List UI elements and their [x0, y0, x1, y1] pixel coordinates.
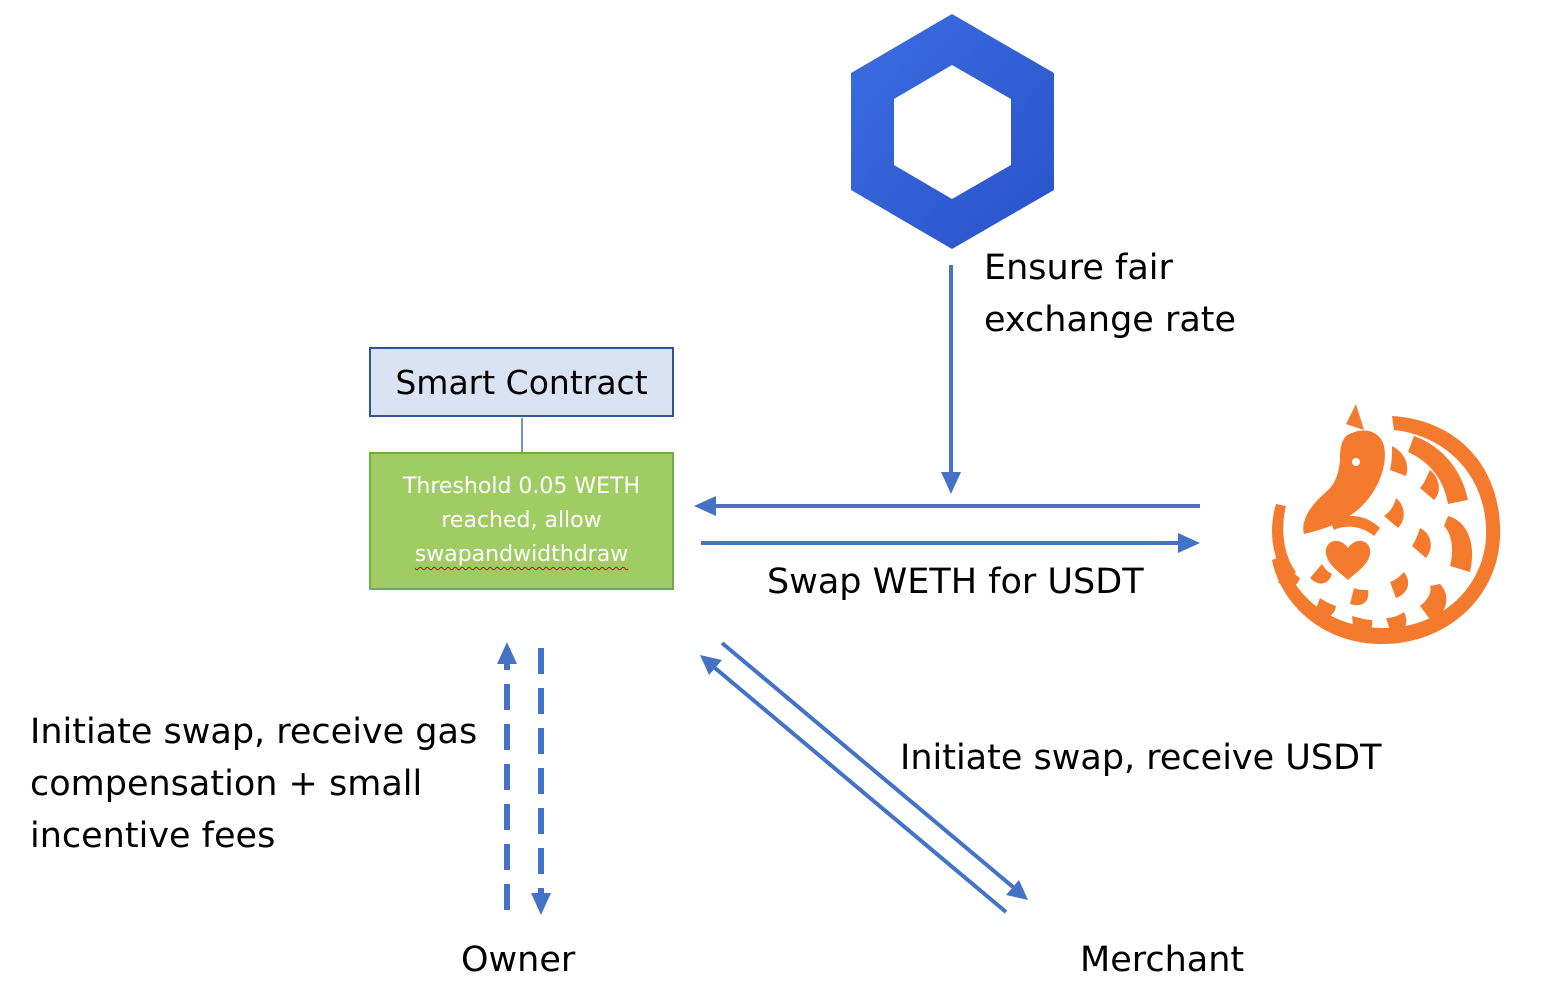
owner-description-line-3: incentive fees — [30, 816, 276, 856]
owner-description-line-1: Initiate swap, receive gas — [30, 712, 478, 752]
owner-description: Initiate swap, receive gas compensation … — [30, 706, 477, 862]
owner-arrow-up — [497, 642, 517, 910]
oracle-label: Ensure fair exchange rate — [984, 242, 1236, 346]
swap-arrow-to-dex — [701, 533, 1200, 553]
swap-arrow-to-contract — [694, 496, 1200, 516]
chainlink-hexagon-icon — [851, 14, 1054, 249]
threshold-line-2: reached, allow — [441, 508, 602, 533]
smart-contract-title-box: Smart Contract — [369, 347, 674, 417]
swap-label: Swap WETH for USDT — [767, 562, 1144, 602]
oracle-arrow — [941, 265, 961, 494]
oracle-label-line-2: exchange rate — [984, 300, 1237, 340]
owner-description-line-2: compensation + small — [30, 764, 423, 804]
threshold-line-3: swapandwidthdraw — [414, 542, 629, 567]
pangolin-eye-icon — [1352, 458, 1360, 466]
owner-name: Owner — [461, 940, 576, 980]
merchant-name: Merchant — [1080, 940, 1245, 980]
oracle-label-line-1: Ensure fair — [984, 248, 1173, 288]
threshold-box: Threshold 0.05 WETH reached, allow swapa… — [369, 452, 674, 590]
merchant-arrow-to-contract — [700, 655, 1008, 914]
merchant-arrow-to-merchant — [720, 641, 1028, 900]
pangolin-logo — [1272, 404, 1501, 645]
owner-arrow-down — [531, 648, 551, 915]
threshold-line-1: Threshold 0.05 WETH — [402, 474, 641, 499]
merchant-description: Initiate swap, receive USDT — [900, 738, 1382, 778]
smart-contract-title: Smart Contract — [395, 362, 648, 402]
